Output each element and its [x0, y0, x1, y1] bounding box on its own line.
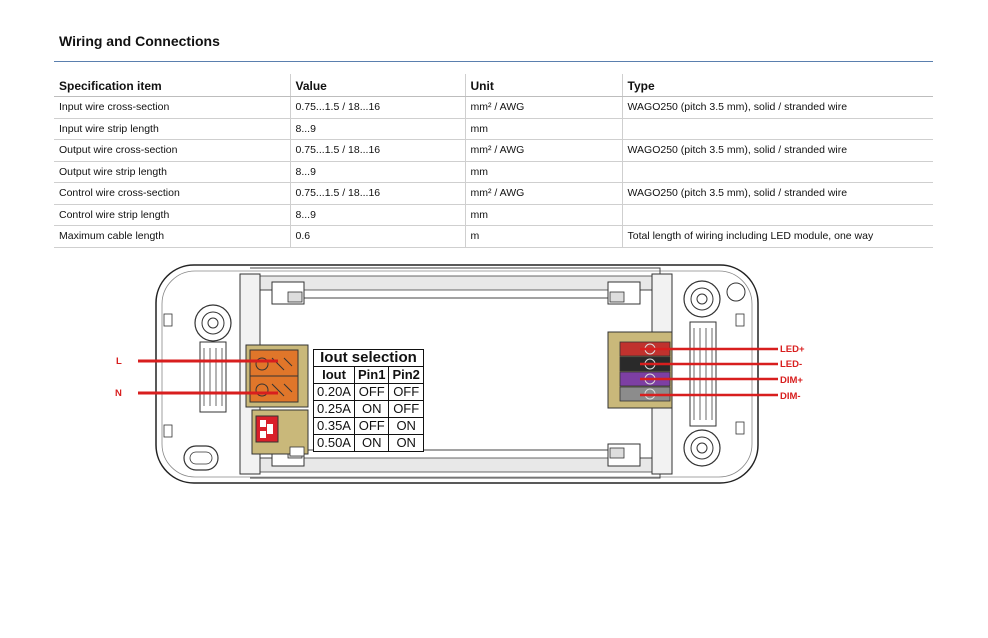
- table-row: Input wire cross-section 0.75...1.5 / 18…: [54, 96, 933, 119]
- iout-cell: OFF: [353, 417, 390, 435]
- table-cell: Control wire strip length: [54, 204, 290, 226]
- table-cell: Control wire cross-section: [54, 182, 290, 205]
- table-row: Output wire strip length 8...9 mm: [54, 161, 933, 183]
- iout-cell: OFF: [388, 383, 424, 401]
- iout-cell: ON: [388, 417, 424, 435]
- table-row: Output wire cross-section 0.75...1.5 / 1…: [54, 139, 933, 162]
- specification-table: Specification item Value Unit Type Input…: [54, 74, 933, 248]
- iout-cell: 0.35A: [313, 417, 355, 435]
- driver-housing-drawing: [138, 264, 778, 484]
- label-dim-minus: DIM-: [780, 391, 801, 402]
- table-cell: mm² / AWG: [464, 182, 622, 205]
- iout-table-caption: Iout selection: [313, 349, 424, 367]
- table-cell: 0.6: [289, 225, 465, 248]
- iout-cell: 0.50A: [313, 434, 355, 452]
- table-cell: Output wire strip length: [54, 161, 290, 183]
- table-cell: Total length of wiring including LED mod…: [621, 225, 933, 248]
- iout-cell: ON: [388, 434, 424, 452]
- iout-cell: OFF: [353, 383, 390, 401]
- table-cell: Input wire cross-section: [54, 96, 290, 119]
- iout-cell: ON: [353, 434, 390, 452]
- iout-selection-table: Iout selection Iout Pin1 Pin2 0.20A OFF …: [313, 349, 424, 452]
- table-row: Control wire strip length 8...9 mm: [54, 204, 933, 226]
- iout-row: 0.35A OFF ON: [313, 417, 424, 435]
- table-cell: Output wire cross-section: [54, 139, 290, 162]
- table-cell: mm: [464, 204, 622, 226]
- label-dim-plus: DIM+: [780, 375, 803, 386]
- iout-cell: OFF: [388, 400, 424, 418]
- column-header: Specification item: [54, 74, 290, 97]
- table-cell: [621, 161, 933, 183]
- wiring-diagram: Iout selection Iout Pin1 Pin2 0.20A OFF …: [100, 262, 820, 492]
- column-header: Unit: [464, 74, 622, 97]
- table-cell: WAGO250 (pitch 3.5 mm), solid / stranded…: [621, 96, 933, 119]
- table-cell: 0.75...1.5 / 18...16: [289, 96, 465, 119]
- table-cell: mm: [464, 161, 622, 183]
- input-wires: [138, 359, 278, 395]
- table-cell: 0.75...1.5 / 18...16: [289, 139, 465, 162]
- iout-cell: 0.25A: [313, 400, 355, 418]
- iout-column-header: Pin2: [388, 366, 424, 384]
- table-header-row: Specification item Value Unit Type: [54, 74, 933, 97]
- table-cell: 8...9: [289, 204, 465, 226]
- table-cell: Maximum cable length: [54, 225, 290, 248]
- table-row: Input wire strip length 8...9 mm: [54, 118, 933, 140]
- table-cell: WAGO250 (pitch 3.5 mm), solid / stranded…: [621, 182, 933, 205]
- iout-column-header: Iout: [313, 366, 355, 384]
- column-header: Type: [621, 74, 933, 97]
- table-cell: m: [464, 225, 622, 248]
- title-divider: [54, 61, 933, 62]
- iout-row: 0.25A ON OFF: [313, 400, 424, 418]
- table-row: Control wire cross-section 0.75...1.5 / …: [54, 182, 933, 205]
- section-title: Wiring and Connections: [59, 33, 220, 49]
- table-cell: mm: [464, 118, 622, 140]
- table-cell: [621, 118, 933, 140]
- table-cell: WAGO250 (pitch 3.5 mm), solid / stranded…: [621, 139, 933, 162]
- column-header: Value: [289, 74, 465, 97]
- table-cell: mm² / AWG: [464, 96, 622, 119]
- table-row: Maximum cable length 0.6 m Total length …: [54, 225, 933, 248]
- table-cell: mm² / AWG: [464, 139, 622, 162]
- label-neutral: N: [115, 388, 122, 399]
- label-live: L: [116, 356, 122, 367]
- iout-row: 0.20A OFF OFF: [313, 383, 424, 401]
- output-wires: [640, 347, 778, 397]
- table-cell: 8...9: [289, 161, 465, 183]
- iout-row: 0.50A ON ON: [313, 434, 424, 452]
- iout-column-header: Pin1: [353, 366, 390, 384]
- table-cell: 0.75...1.5 / 18...16: [289, 182, 465, 205]
- label-led-plus: LED+: [780, 344, 805, 355]
- iout-cell: ON: [353, 400, 390, 418]
- table-cell: 8...9: [289, 118, 465, 140]
- iout-cell: 0.20A: [313, 383, 355, 401]
- table-cell: [621, 204, 933, 226]
- table-cell: Input wire strip length: [54, 118, 290, 140]
- label-led-minus: LED-: [780, 359, 803, 370]
